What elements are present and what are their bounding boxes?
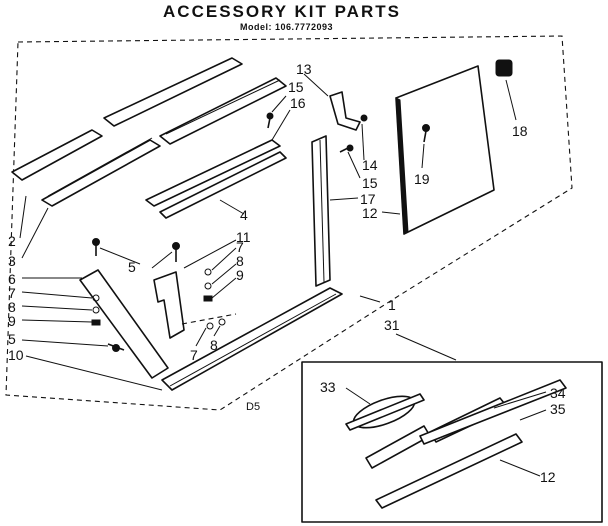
model-number: Model: 106.7772093: [240, 22, 334, 32]
callout-label: 4: [240, 207, 248, 223]
screw-part-5: [92, 238, 100, 246]
screw-shaft: [423, 130, 427, 143]
foam-part-35a: [365, 425, 431, 469]
support-bar-group: [79, 238, 343, 391]
rail-upper-b: [159, 77, 287, 145]
support-bar-part-6: [79, 269, 169, 379]
callout-label: 11: [236, 229, 251, 245]
nut-part-9: [91, 319, 101, 326]
callout-label: 7: [190, 347, 198, 363]
strip-part-12b: [375, 433, 523, 509]
rail-part-16: [145, 139, 281, 207]
strip-part-33: [345, 393, 425, 431]
screw-part-19: [422, 124, 430, 132]
plug-part-18: [495, 59, 513, 77]
callout-label: 15: [288, 79, 304, 95]
callout-label: 34: [550, 385, 566, 401]
rail-groove: [47, 137, 153, 197]
bottom-rail-part-10: [161, 287, 343, 391]
washer-part-8b: [204, 282, 212, 290]
callout-label: 19: [414, 171, 430, 187]
panel-part-12: [395, 65, 495, 235]
washer-part-7b: [204, 268, 212, 276]
callout-label: 9: [236, 267, 244, 283]
callout-label: 10: [8, 347, 24, 363]
callout-label: 3: [8, 253, 16, 269]
bracket-part-13: [329, 91, 361, 131]
callout-label: 2: [8, 233, 16, 249]
leader-lines: [19, 73, 547, 477]
rail-groove: [165, 79, 281, 135]
callout-label: 35: [550, 401, 566, 417]
callout-label: 14: [362, 157, 378, 173]
washer-part-8: [92, 306, 100, 314]
washer-part-7c: [206, 322, 214, 330]
callout-label: 7: [236, 239, 244, 255]
screw-shaft: [267, 117, 271, 129]
callout-label: 31: [384, 317, 400, 333]
callout-label: 6: [8, 271, 16, 287]
seal-part-34: [419, 379, 567, 445]
callout-label: 8: [236, 253, 244, 269]
rail-group-left: [11, 57, 287, 219]
callout-label: 12: [540, 469, 556, 485]
rail-part-3: [41, 139, 161, 207]
callout-label: 33: [320, 379, 336, 395]
washer-part-7: [92, 294, 100, 302]
inset-kit-31: [301, 361, 603, 523]
post-edge: [319, 139, 325, 283]
screw-shaft: [339, 145, 353, 153]
diagram-code: D5: [246, 401, 260, 413]
callout-label: 17: [360, 191, 376, 207]
callout-label: 15: [362, 175, 378, 191]
callout-labels: 2 3 6 7 8 9 5 10 5 11 7 8 9 7 8 4 13 15 …: [8, 61, 566, 485]
rail-part-2: [11, 129, 103, 181]
post-group: [266, 91, 368, 287]
callout-label: 16: [290, 95, 306, 111]
callout-label: 12: [362, 205, 378, 221]
panel-edge: [395, 97, 409, 235]
kit-boundary-outline: [5, 35, 573, 411]
panel-group: [395, 59, 513, 235]
callout-label: 8: [210, 337, 218, 353]
callout-label: 8: [8, 299, 16, 315]
assembly-axis: [181, 313, 237, 325]
inset-frame: [301, 361, 603, 523]
rail-upper-a: [103, 57, 243, 127]
bracket-part-11: [153, 271, 185, 339]
callout-label: 18: [512, 123, 528, 139]
callout-label: 5: [8, 331, 16, 347]
rail-part-4: [159, 151, 287, 219]
page-title: ACCESSORY KIT PARTS: [163, 2, 401, 21]
washer-part-8c: [218, 318, 226, 326]
callout-label: 9: [8, 313, 16, 329]
post-part-17: [311, 135, 331, 287]
nut-part-9b: [203, 295, 213, 302]
rail-groove: [169, 293, 337, 387]
callout-label: 1: [388, 297, 396, 313]
callout-label: 7: [8, 285, 16, 301]
callout-label: 5: [128, 259, 136, 275]
screw-part-14: [360, 114, 368, 122]
screw-part-5b: [172, 242, 180, 250]
callout-label: 13: [296, 61, 312, 77]
screw-shaft: [107, 343, 125, 351]
